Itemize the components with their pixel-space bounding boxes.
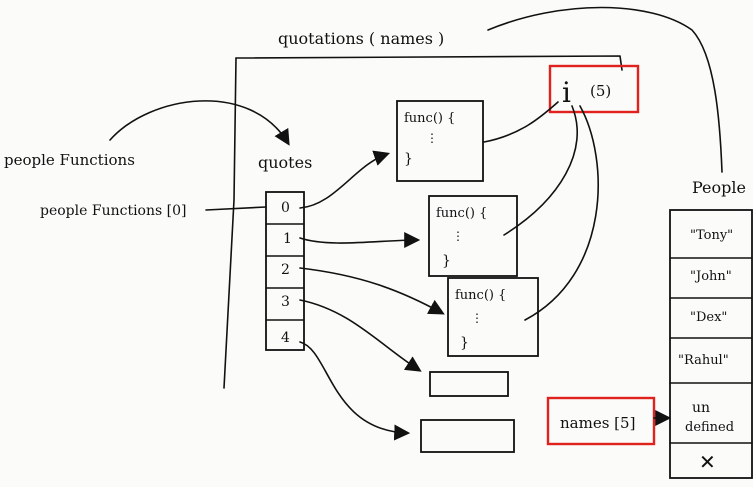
people-label: People	[692, 178, 746, 197]
scope-frame-left	[223, 57, 237, 389]
svg-text:⋮: ⋮	[426, 131, 438, 145]
scope-frame-top	[235, 55, 623, 71]
undefined-cross-icon: ✕	[699, 450, 716, 474]
people-functions-0-line	[205, 206, 267, 211]
svg-text:}: }	[442, 253, 451, 269]
empty-slot-4	[420, 419, 515, 453]
svg-text:⋮: ⋮	[452, 229, 464, 243]
func-box-2: func() { ⋮ }	[447, 277, 539, 357]
names5-reference: names [5]	[546, 396, 656, 446]
quotes-label: quotes	[258, 153, 312, 172]
people-item-0: "Tony"	[690, 228, 733, 243]
people-functions-label: people Functions	[4, 151, 135, 169]
people-functions-0-label: people Functions [0]	[40, 203, 186, 219]
people-item-2: "Dex"	[690, 310, 727, 325]
slot-2-arrow	[299, 267, 445, 315]
i-value-label: (5)	[590, 82, 611, 100]
slot-1-arrow	[299, 232, 421, 249]
func1-to-i	[503, 105, 578, 236]
svg-text:func() {: func() {	[436, 206, 487, 221]
undefined-line1: un	[692, 400, 710, 416]
i-var-label: i	[562, 76, 571, 109]
slot-0-arrow	[299, 150, 391, 209]
quotes-index-1: 1	[283, 231, 292, 247]
slot-4-arrow	[299, 341, 411, 441]
func2-to-i	[524, 105, 599, 321]
quotes-index-2: 2	[281, 262, 290, 278]
svg-text:⋮: ⋮	[471, 311, 483, 325]
people-item-1: "John"	[690, 269, 732, 284]
names-to-people-arrow	[487, 6, 723, 173]
quotes-index-3: 3	[281, 294, 290, 310]
names5-highlight	[546, 396, 656, 446]
func0-to-i	[483, 101, 559, 143]
i-variable: i (5)	[548, 64, 640, 114]
closure-scope-label: quotations ( names )	[278, 29, 444, 48]
svg-text:func() {: func() {	[455, 288, 506, 303]
func-box-0: func() { ⋮ }	[396, 100, 484, 182]
people-item-3: "Rahul"	[678, 353, 729, 368]
undefined-line2: defined	[685, 420, 734, 435]
names5-label: names [5]	[560, 414, 635, 432]
quotes-index-0: 0	[281, 200, 290, 216]
quotes-index-4: 4	[281, 330, 290, 346]
people-functions-arrow	[109, 100, 290, 146]
svg-text:}: }	[404, 151, 413, 167]
quotes-array: 0 1 2 3 4	[265, 191, 305, 351]
svg-text:}: }	[460, 335, 469, 351]
func-box-1: func() { ⋮ }	[428, 195, 518, 277]
empty-slot-3	[429, 371, 509, 397]
i-highlight	[548, 64, 640, 114]
people-array: "Tony" "John" "Dex" "Rahul" un defined ✕	[669, 209, 753, 479]
svg-text:func() {: func() {	[404, 111, 455, 126]
slot-3-arrow	[299, 299, 422, 372]
